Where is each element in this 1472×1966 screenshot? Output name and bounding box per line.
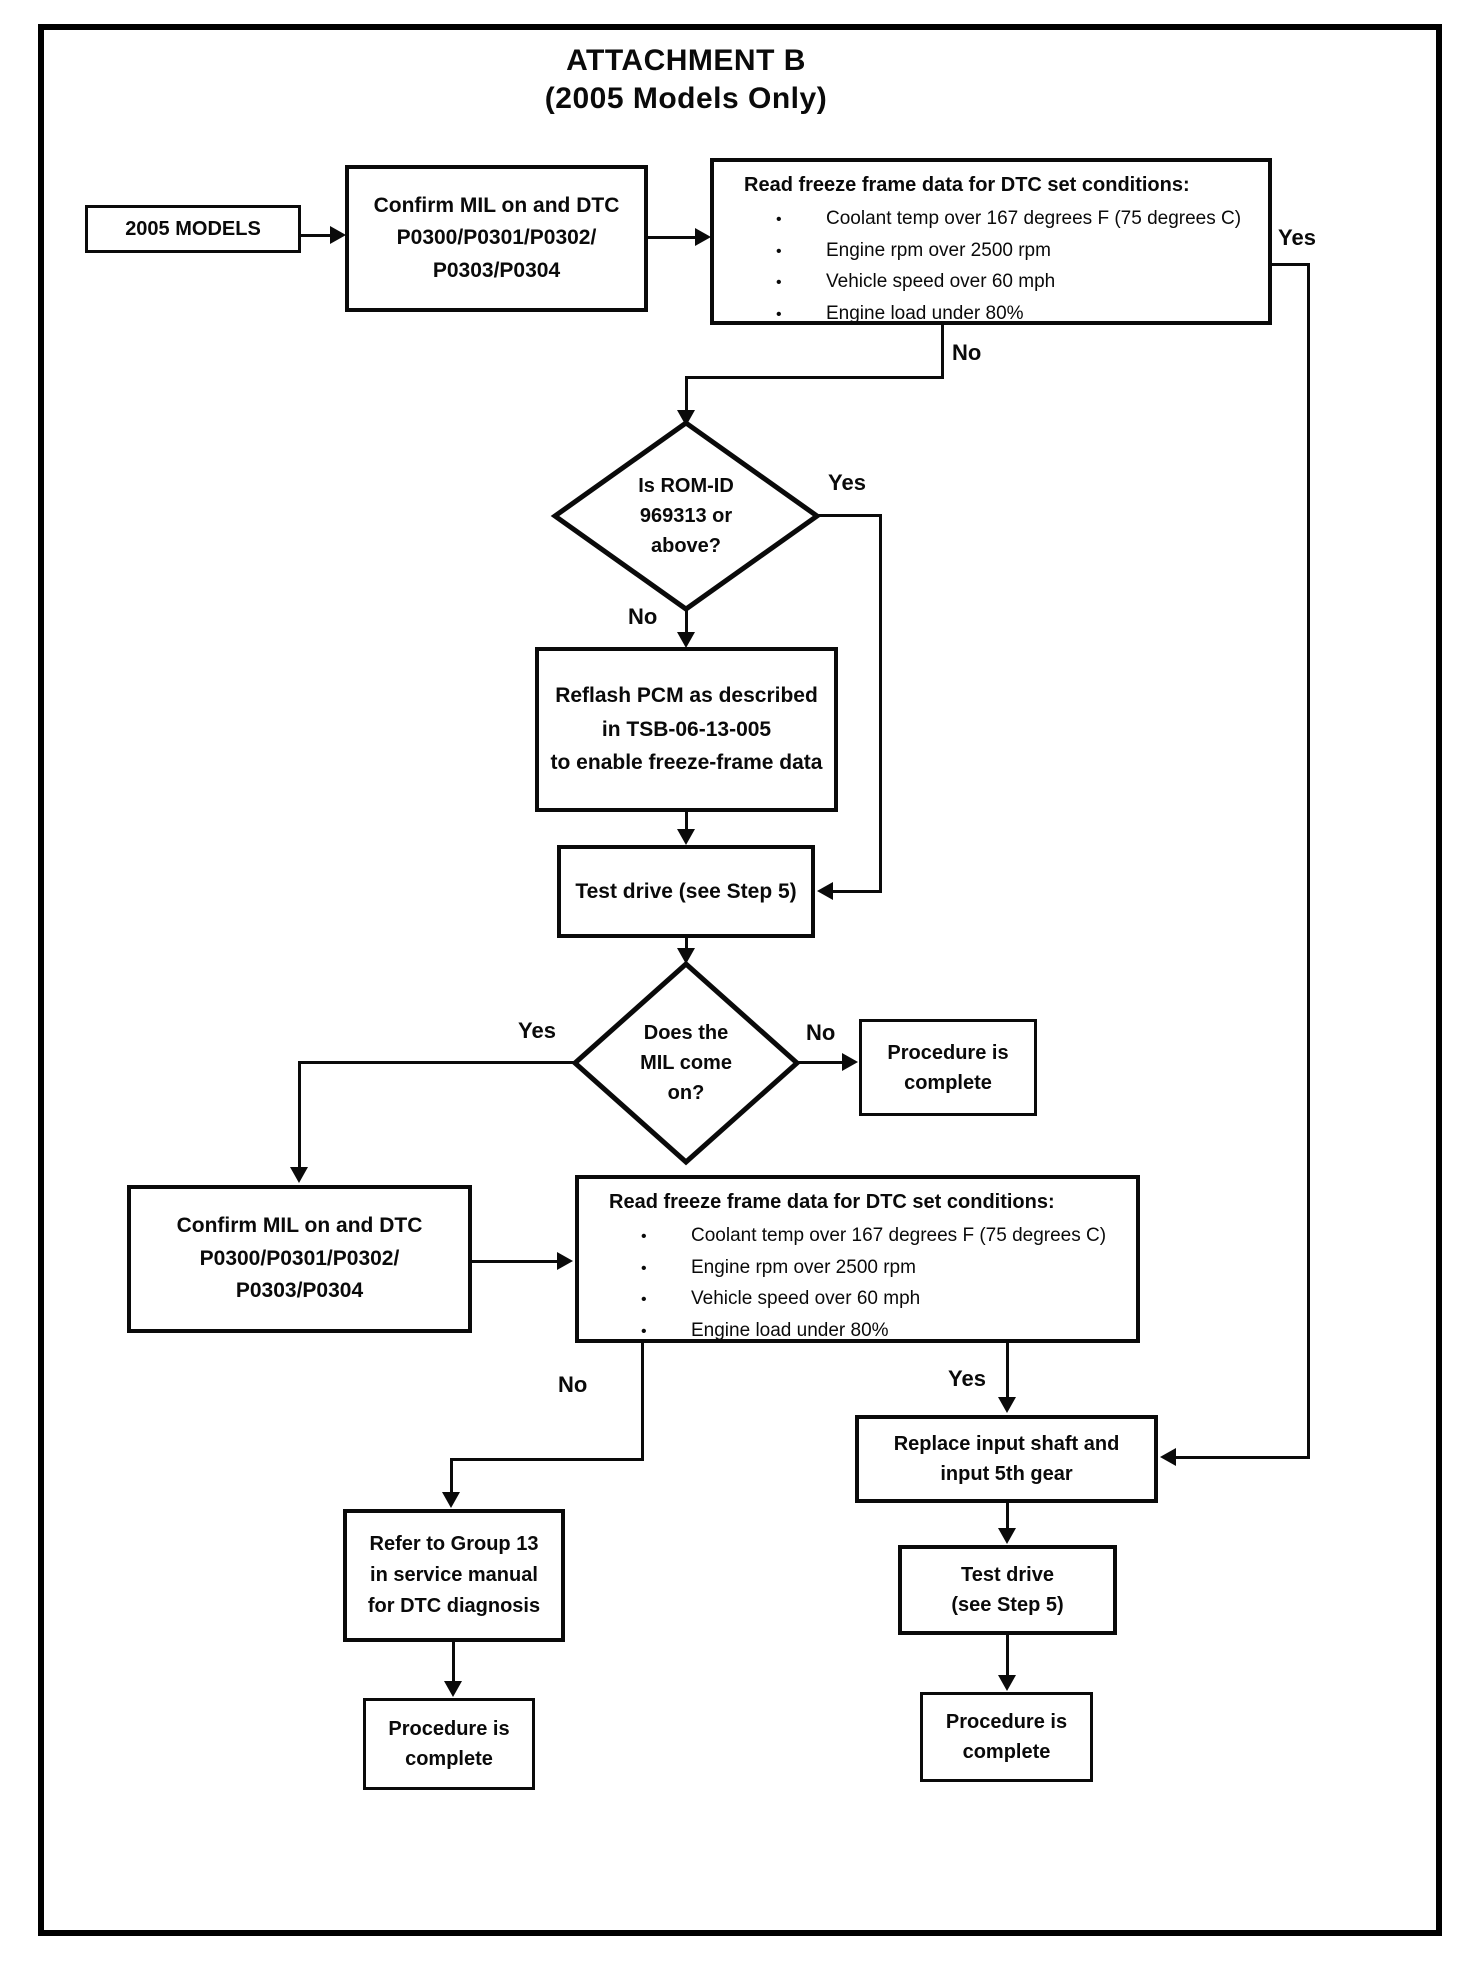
connector-rom-no (685, 608, 688, 634)
edge-label-rom-no: No (628, 604, 658, 629)
freeze2-bullet-2: Engine rpm over 2500 rpm (691, 1256, 916, 1278)
connector-freeze2-yes (1006, 1343, 1009, 1399)
reflash-line2: in TSB-06-13-005 (601, 717, 772, 741)
freeze2-header: Read freeze frame data for DTC set condi… (609, 1191, 1055, 1213)
freeze1-bullet-2: Engine rpm over 2500 rpm (826, 239, 1051, 261)
connector-mil-yes-h (298, 1061, 576, 1064)
bullet-icon: • (776, 305, 782, 323)
connector-freeze2-no-v2 (450, 1458, 453, 1494)
arrowhead-into-rom-diamond (677, 410, 695, 426)
test-drive-box-1: Test drive (see Step 5) (557, 845, 815, 938)
refer-group13-box: Refer to Group 13 in service manual for … (343, 1509, 565, 1642)
edge-label-mil-yes: Yes (518, 1018, 556, 1043)
edge-label-mil-no: No (806, 1020, 836, 1045)
tsb-number: TSB-06-13-005 (626, 717, 772, 741)
bullet-icon: • (641, 1291, 647, 1309)
arrowhead-into-mil-diamond (677, 948, 695, 964)
freeze-frame-box-2: Read freeze frame data for DTC set condi… (575, 1175, 1140, 1343)
connector-confirm1-freeze1 (648, 236, 696, 239)
confirm-mil-box-2: Confirm MIL on and DTC P0300/P0301/P0302… (127, 1185, 472, 1333)
connector-freeze2-no-h (450, 1458, 644, 1461)
connector-rom-yes-h1 (814, 514, 882, 517)
connector-replace-testdrive2 (1006, 1503, 1009, 1530)
connector-start-confirm1 (300, 234, 334, 237)
page-border-frame (38, 24, 1442, 1936)
freeze1-bullet-3: Vehicle speed over 60 mph (826, 271, 1056, 293)
edge-label-freeze1-no: No (952, 340, 982, 365)
arrowhead-into-replace-top (998, 1397, 1016, 1413)
bullet-icon: • (776, 242, 782, 260)
connector-testdrive2-proc3 (1006, 1635, 1009, 1677)
start-node-2005-models: 2005 MODELS (85, 205, 301, 253)
connector-freeze1-yes-v (1307, 263, 1310, 1459)
freeze2-bullet-1: Coolant temp over 167 degrees F (75 degr… (691, 1225, 1107, 1246)
mil-decision-diamond-shape (571, 960, 801, 1166)
procedure-complete-box-2: Procedure is complete (363, 1698, 535, 1790)
arrowhead-into-confirm1 (330, 226, 346, 244)
rom-id-decision: Is ROM-ID 969313 or above? (638, 475, 734, 557)
edge-label-freeze1-yes: Yes (1278, 225, 1316, 250)
connector-mil-no (797, 1061, 844, 1064)
arrowhead-into-testdrive2 (998, 1528, 1016, 1544)
reflash-line1: Reflash PCM as described (555, 684, 818, 708)
bullet-icon: • (641, 1228, 647, 1245)
arrowhead-into-reflash (677, 632, 695, 648)
connector-freeze1-yes-into-replace (1176, 1456, 1310, 1459)
connector-reflash-testdrive1 (685, 812, 688, 831)
arrowhead-into-proc3 (998, 1675, 1016, 1691)
freeze1-bullet-4: Engine load under 80% (826, 302, 1024, 324)
connector-rom-yes-v (879, 514, 882, 893)
arrowhead-into-replace-right (1160, 1448, 1176, 1466)
mil-decision: Does the MIL come on? (640, 1022, 732, 1104)
freeze1-bullet-1: Coolant temp over 167 degrees F (75 degr… (826, 208, 1242, 229)
page-title-line1: ATTACHMENT B (566, 44, 806, 77)
connector-rom-yes-h2 (833, 890, 882, 893)
edge-label-freeze2-no: No (558, 1372, 588, 1397)
connector-freeze2-no-v1 (641, 1343, 644, 1461)
connector-confirm2-freeze2 (472, 1260, 559, 1263)
connector-freeze1-yes-h (1272, 263, 1310, 266)
confirm-mil-box-1: Confirm MIL on and DTC P0300/P0301/P0302… (345, 165, 648, 312)
replace-input-shaft-box: Replace input shaft and input 5th gear (855, 1415, 1158, 1503)
arrowhead-into-confirm2 (290, 1167, 308, 1183)
bullet-icon: • (776, 211, 782, 228)
edge-label-freeze2-yes: Yes (948, 1366, 986, 1391)
arrowhead-into-testdrive1-right (817, 882, 833, 900)
bullet-icon: • (641, 1259, 647, 1277)
freeze2-bullet-3: Vehicle speed over 60 mph (691, 1288, 921, 1310)
bullet-icon: • (776, 274, 782, 292)
page-title-line2: (2005 Models Only) (544, 82, 828, 115)
procedure-complete-box-3: Procedure is complete (920, 1692, 1093, 1782)
freeze1-header: Read freeze frame data for DTC set condi… (744, 174, 1190, 196)
reflash-line3: to enable freeze-frame data (550, 751, 823, 775)
edge-label-rom-yes: Yes (828, 470, 866, 495)
procedure-complete-box-1: Procedure is complete (859, 1019, 1037, 1116)
arrowhead-into-refer (442, 1492, 460, 1508)
connector-freeze1-no-v1 (941, 325, 944, 379)
connector-freeze1-no-v2 (685, 376, 688, 412)
reflash-pcm-box: Reflash PCM as described in TSB-06-13-00… (535, 647, 838, 812)
arrowhead-into-testdrive1-top (677, 829, 695, 845)
connector-mil-yes-v (298, 1061, 301, 1169)
freeze-frame-box-1: Read freeze frame data for DTC set condi… (710, 158, 1272, 325)
connector-freeze1-no-h (685, 376, 944, 379)
bullet-icon: • (641, 1322, 647, 1340)
arrowhead-into-freeze1 (695, 228, 711, 246)
connector-testdrive1-mil (685, 938, 688, 951)
freeze2-bullet-4: Engine load under 80% (691, 1319, 889, 1341)
arrowhead-into-proc2 (444, 1681, 462, 1697)
arrowhead-into-freeze2 (557, 1252, 573, 1270)
test-drive-box-2: Test drive (see Step 5) (898, 1545, 1117, 1635)
arrowhead-into-proc1 (842, 1053, 858, 1071)
connector-refer-proc2 (452, 1642, 455, 1683)
